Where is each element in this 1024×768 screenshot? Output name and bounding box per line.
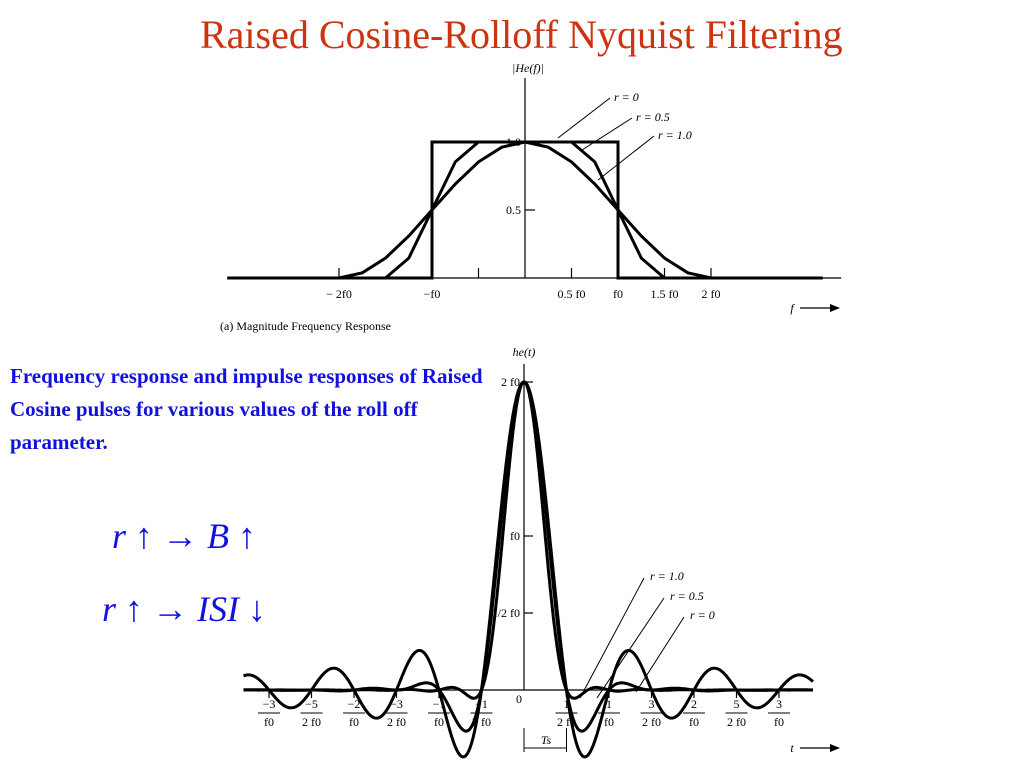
x-tick-label: −2 <box>348 697 361 711</box>
x-tick-label: −f0 <box>424 287 441 301</box>
legend-leader <box>557 97 611 139</box>
x-tick-label: 1 <box>564 697 570 711</box>
x-tick-label: 3 <box>649 697 655 711</box>
x-tick-label: −5 <box>305 697 318 711</box>
x-tick-label: 5 <box>734 697 740 711</box>
legend-label: r = 1.0 <box>650 569 684 583</box>
legend-leader <box>597 135 655 181</box>
x-tick-label: 0.5 f0 <box>558 287 586 301</box>
x-tick-label: f0 <box>349 715 359 729</box>
slide-title: Raised Cosine-Rolloff Nyquist Filtering <box>200 12 843 57</box>
isi-relation: r ↑ → ISI ↓ <box>102 589 266 629</box>
chart-title: (a) Magnitude Frequency Response <box>220 319 391 333</box>
legend-leader <box>579 577 645 699</box>
x-tick-label: − 2f0 <box>326 287 352 301</box>
bandwidth-relation: r ↑ → B ↑ <box>112 516 256 556</box>
x-tick-label: 2 f0 <box>727 715 746 729</box>
legend-label: r = 0 <box>614 90 639 104</box>
x-tick-label: f0 <box>434 715 444 729</box>
x-tick-label: 2 f0 <box>642 715 661 729</box>
x-tick-label: 2 f0 <box>387 715 406 729</box>
description-text: Frequency response and impulse responses… <box>10 364 483 454</box>
ts-label: Ts <box>541 733 552 747</box>
x-tick-label: f0 <box>604 715 614 729</box>
x-tick-label: 2 f0 <box>702 287 721 301</box>
x-tick-label: f0 <box>613 287 623 301</box>
legend-label: r = 0.5 <box>636 110 670 124</box>
y-tick-label: f0 <box>510 529 520 543</box>
y-tick-label: 2 f0 <box>501 375 520 389</box>
y-axis-label: he(t) <box>513 345 536 359</box>
y-axis-label: |He(f)| <box>512 61 544 75</box>
series-line <box>227 140 823 280</box>
x-tick-label: f0 <box>689 715 699 729</box>
legend-leader <box>635 616 685 693</box>
x-tick-label: 1 <box>606 697 612 711</box>
series-line <box>243 380 814 759</box>
x-tick-label: 3 <box>776 697 782 711</box>
legend-leader <box>596 597 665 699</box>
legend-label: r = 0.5 <box>670 589 704 603</box>
x-tick-label: 1.5 f0 <box>651 287 679 301</box>
x-tick-label: f0 <box>264 715 274 729</box>
y-tick-label: 1/2 f0 <box>492 606 520 620</box>
legend-label: r = 0 <box>690 608 715 622</box>
x-axis-arrow-head <box>830 744 840 752</box>
x-tick-label: 2 <box>691 697 697 711</box>
x-tick-label: f0 <box>774 715 784 729</box>
x-tick-label: −3 <box>263 697 276 711</box>
legend-label: r = 1.0 <box>658 128 692 142</box>
x-axis-label: t <box>790 741 794 755</box>
y-tick-label: 0.5 <box>506 203 521 217</box>
x-tick-label: 2 f0 <box>302 715 321 729</box>
x-axis-arrow-head <box>830 304 840 312</box>
x-axis-label: f <box>790 301 795 315</box>
legend-leader <box>581 117 633 151</box>
x-tick-label: 0 <box>516 692 522 706</box>
